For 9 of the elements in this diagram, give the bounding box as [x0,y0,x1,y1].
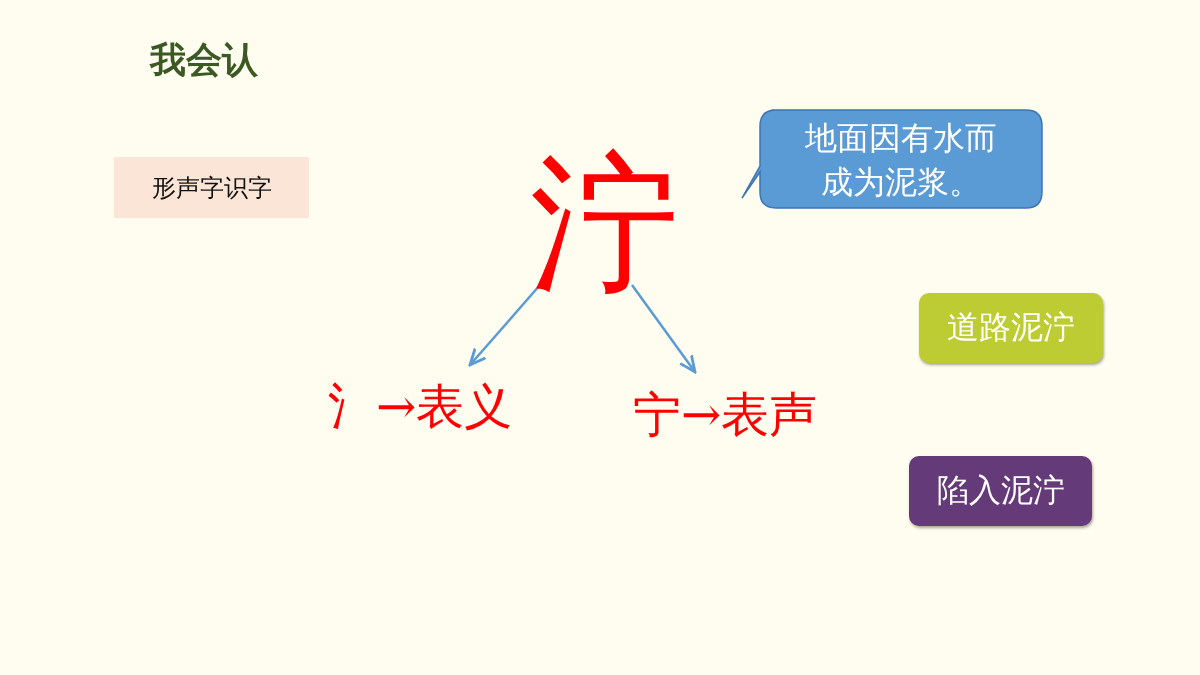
word-box: 陷入泥泞 [909,456,1092,526]
word-box: 道路泥泞 [919,293,1103,363]
title: 我会认 [150,38,258,82]
phonetic-sound-text: 宁→表声 [615,380,835,450]
radical-meaning-text: 氵→表义 [310,372,530,442]
speech-bubble: 地面因有水而成为泥浆。 [740,108,1044,211]
label-box: 形声字识字 [114,157,309,218]
arrow [631,284,697,374]
large-character: 泞 [525,148,685,298]
